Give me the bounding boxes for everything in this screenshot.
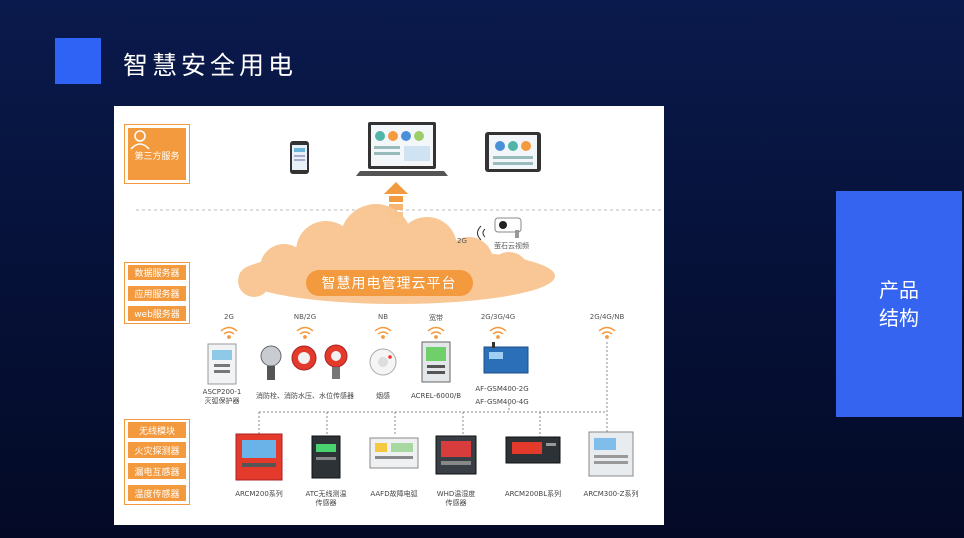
wifi-icon-2: [296, 326, 314, 339]
product-structure-panel: 产品 结构: [836, 191, 962, 417]
tablet-icon: [485, 132, 541, 172]
signal-hydrant: NB/2G: [293, 313, 317, 321]
wifi-icon-1: [220, 326, 238, 339]
phone-icon: [290, 141, 309, 174]
leakage-transformer-box: 漏电互感器: [128, 463, 186, 479]
signal-ascp: 2G: [224, 313, 234, 321]
label-aafd: AAFD故障电弧: [370, 490, 418, 498]
signal-smoke: NB: [377, 313, 389, 321]
system-diagram: 第三方服务 数据服务器 应用服务器 web服务器 无线模块 火灾探测器 漏电互感…: [114, 106, 664, 525]
cloud-platform-label: 智慧用电管理云平台: [305, 270, 473, 296]
sensor-group: [124, 419, 190, 505]
label-ascp200: ASCP200-1 灭弧保护器: [202, 388, 242, 405]
web-server-box: web服务器: [128, 306, 186, 321]
camera-icon: [494, 217, 522, 238]
user-icon: [130, 130, 150, 150]
af-gsm400-device: [483, 342, 529, 374]
aafd-device: [369, 437, 419, 469]
whd-device: [435, 435, 477, 475]
arcm200bl-device: [505, 436, 561, 464]
label-smoke-sensor: 烟感: [376, 392, 390, 400]
third-party-label: 第三方服务: [134, 152, 180, 162]
label-arcm300: ARCM300-Z系列: [583, 490, 639, 498]
hydrant-sensors-device: [260, 344, 348, 380]
smoke-sensor-device: [369, 348, 397, 376]
cloud-label-wrap: 智慧用电管理云平台: [114, 270, 664, 296]
atc-sensor-device: [311, 435, 341, 479]
acrel6000-device: [421, 341, 451, 383]
fire-detector-box: 火灾探测器: [128, 442, 186, 458]
label-acrel6000: ACREL-6000/B: [410, 392, 462, 400]
ascp200-device: [207, 343, 237, 385]
signal-acrel: 宽带: [429, 314, 443, 322]
arcm200-device: [235, 433, 283, 481]
wifi-icon-3: [374, 326, 392, 339]
temperature-sensor-box: 温度传感器: [128, 485, 186, 501]
arcm300-device: [588, 431, 634, 477]
third-party-service-box: 第三方服务: [128, 128, 186, 180]
wifi-icon-5: [489, 326, 507, 339]
panel-line-2: 结构: [879, 306, 919, 330]
wifi-icon-6: [598, 326, 616, 339]
signal-arcm300: 2G/4G/NB: [589, 313, 625, 321]
label-hydrant-sensors: 消防栓、消防水压、水位传感器: [256, 392, 354, 400]
label-af-gsm400: AF-GSM400-2G AF-GSM400-4G: [475, 385, 529, 406]
laptop-icon: [356, 122, 448, 176]
slide-title: 智慧安全用电: [123, 51, 298, 80]
camera-signal: 2G: [457, 237, 467, 245]
wireless-module-box: 无线模块: [128, 422, 186, 438]
label-arcm200: ARCM200系列: [235, 490, 283, 498]
third-party-group: [124, 124, 190, 184]
title-square-decoration: [55, 38, 101, 84]
label-atc: ATC无线测温 传感器: [305, 490, 347, 507]
camera-wifi-icon: [477, 225, 486, 241]
label-whd: WHD温湿度 传感器: [436, 490, 476, 507]
panel-line-1: 产品: [879, 278, 919, 302]
server-group: [124, 262, 190, 324]
data-server-box: 数据服务器: [128, 265, 186, 280]
app-server-box: 应用服务器: [128, 286, 186, 301]
camera-label: 萤石云视频: [494, 242, 529, 250]
signal-gsm: 2G/3G/4G: [480, 313, 516, 321]
label-arcm200bl: ARCM200BL系列: [504, 490, 562, 498]
wifi-icon-4: [427, 326, 445, 339]
